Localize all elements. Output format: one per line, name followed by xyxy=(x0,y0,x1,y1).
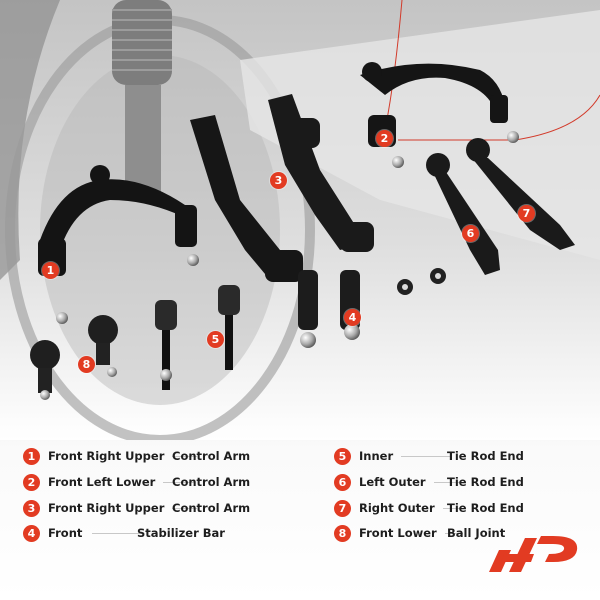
legend-number-badge: 8 xyxy=(334,524,351,542)
callout-3: 3 xyxy=(270,172,287,189)
legend-number-badge: 3 xyxy=(23,499,40,517)
legend-divider xyxy=(444,532,463,534)
legend-number-badge: 4 xyxy=(23,524,40,542)
legend-position: Front Right Upper xyxy=(48,449,165,463)
legend-part: Control Arm xyxy=(172,449,251,463)
callout-4: 4 xyxy=(344,309,361,326)
legend-position: Right Outer xyxy=(359,501,435,515)
legend-item-8: 8 Front Lower Ball Joint xyxy=(334,524,594,542)
legend-number-badge: 1 xyxy=(23,447,40,465)
legend-item-3: 3 Front Right Upper Control Arm xyxy=(23,499,303,517)
legend-divider xyxy=(442,507,463,509)
legend-position: Inner xyxy=(359,449,394,463)
legend-number-badge: 7 xyxy=(334,499,351,517)
legend-divider xyxy=(163,481,196,483)
legend-part: Ball Joint xyxy=(447,526,506,540)
legend-part: Control Arm xyxy=(172,475,251,489)
legend-part: Tie Rod End xyxy=(447,475,524,489)
legend-part: Stabilizer Bar xyxy=(137,526,225,540)
legend-item-5: 5 Inner Tie Rod End xyxy=(334,447,594,465)
legend-part: Tie Rod End xyxy=(447,501,524,515)
a-premium-logo-icon xyxy=(489,536,578,572)
legend-number-badge: 6 xyxy=(334,473,351,491)
legend-position: Front Left Lower xyxy=(48,475,156,489)
legend-part: Tie Rod End xyxy=(447,449,524,463)
legend-item-2: 2 Front Left Lower Control Arm xyxy=(23,473,303,491)
parts-legend: 1 Front Right Upper Control Arm 2 Front … xyxy=(0,440,600,600)
legend-position: Front Lower xyxy=(359,526,437,540)
legend-divider xyxy=(172,507,198,509)
callout-2: 2 xyxy=(376,130,393,147)
legend-position: Front xyxy=(48,526,83,540)
legend-number-badge: 2 xyxy=(23,473,40,491)
callout-6: 6 xyxy=(462,225,479,242)
legend-part: Control Arm xyxy=(172,501,251,515)
legend-item-4: 4 Front Stabilizer Bar xyxy=(23,524,303,542)
callout-1: 1 xyxy=(42,262,59,279)
legend-divider xyxy=(433,481,462,483)
callout-5: 5 xyxy=(207,331,224,348)
callout-7: 7 xyxy=(518,205,535,222)
legend-divider xyxy=(172,455,198,457)
legend-item-6: 6 Left Outer Tie Rod End xyxy=(334,473,594,491)
legend-position: Front Right Upper xyxy=(48,501,165,515)
legend-number-badge: 5 xyxy=(334,447,351,465)
legend-item-1: 1 Front Right Upper Control Arm xyxy=(23,447,303,465)
legend-divider xyxy=(92,532,143,534)
legend-position: Left Outer xyxy=(359,475,426,489)
suspension-parts-photo xyxy=(0,0,600,440)
legend-item-7: 7 Right Outer Tie Rod End xyxy=(334,499,594,517)
legend-divider xyxy=(401,455,452,457)
callout-8: 8 xyxy=(78,356,95,373)
